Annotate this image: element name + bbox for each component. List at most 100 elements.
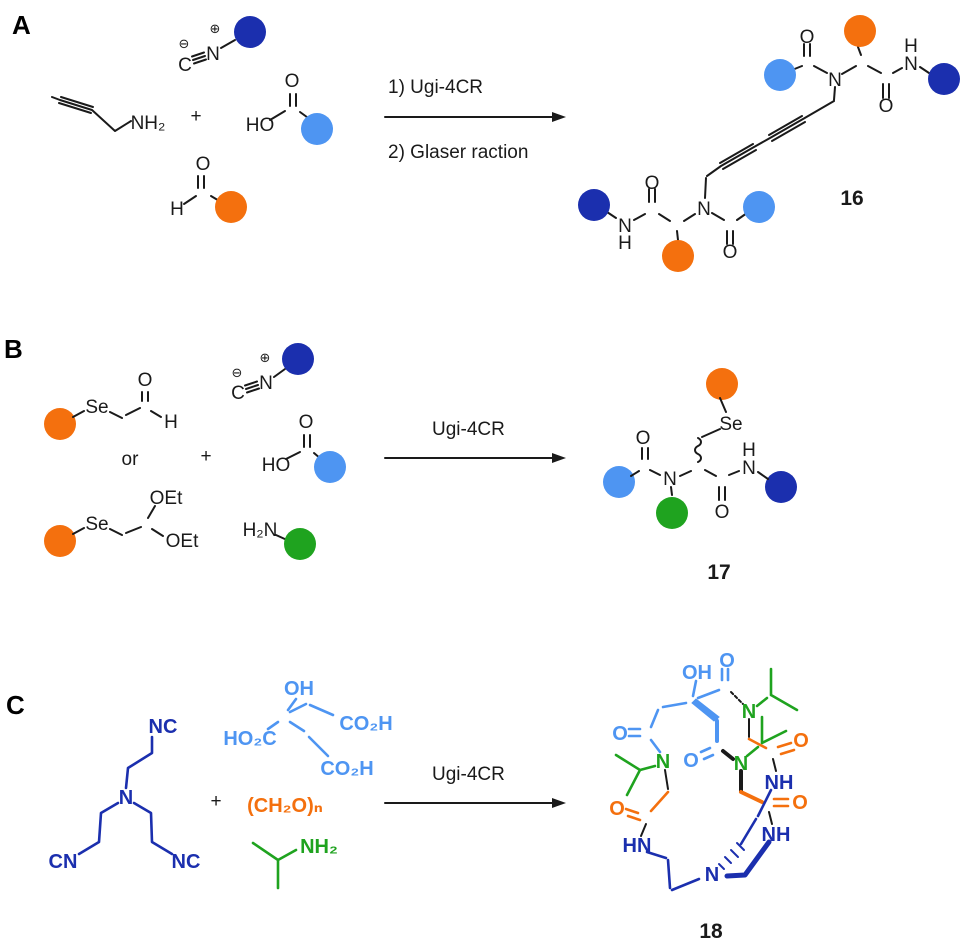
product18-hash-wedge <box>718 842 745 870</box>
nitrogen-label: N <box>206 44 220 65</box>
oxygen-label: O <box>285 71 300 92</box>
panel-a: A ⊖ ⊕ C N NH₂ + O HO O H <box>12 10 960 272</box>
oxygen-label: O <box>723 242 738 263</box>
nitrogen-label: N <box>697 199 711 220</box>
carbon-label: C <box>231 383 245 404</box>
product18-green-bonds <box>614 667 799 797</box>
co2h-label: CO₂H <box>339 713 392 735</box>
product16-acid-ball-lightblue2 <box>743 191 775 223</box>
oxygen-label: O <box>612 723 628 745</box>
nitrogen-label: N <box>904 54 918 75</box>
product16-acid-ball-lightblue <box>764 59 796 91</box>
oxygen-label: O <box>879 96 894 117</box>
isocyanide-ball-darkblue <box>234 16 266 48</box>
tris-isocyanide: NC N CN NC <box>49 716 201 873</box>
se-acetal-ball-orange <box>44 525 76 557</box>
nh-label: NH <box>765 772 794 794</box>
arrow-a-step1: 1) Ugi-4CR <box>388 77 483 98</box>
oxygen-label: O <box>138 370 153 391</box>
or-label: or <box>122 449 140 470</box>
nitrogen-label: N <box>734 753 748 775</box>
oxygen-label: O <box>719 650 735 672</box>
product-16-number: 16 <box>840 187 863 210</box>
hn-label: HN <box>623 835 652 857</box>
product16-isocyanide-ball-darkblue <box>928 63 960 95</box>
citric-acid-bonds <box>266 697 335 758</box>
product18-wedge-bond <box>691 698 720 722</box>
oet-label: OEt <box>166 531 199 552</box>
isopropylamine-bonds <box>251 841 298 890</box>
nitrogen-label: N <box>656 751 670 773</box>
aldehyde-a-bonds <box>183 175 222 205</box>
panel-c-label: C <box>6 690 25 720</box>
nc-label: NC <box>149 716 178 738</box>
hydrogen-label: H <box>164 412 178 433</box>
reaction-arrow-c: Ugi-4CR <box>384 764 566 808</box>
oxygen-label: O <box>793 730 809 752</box>
seleno-aldehyde: Se O H <box>44 370 178 440</box>
product-18: OH O O O N N N O O O HN NH <box>609 650 809 942</box>
hydrogen-label: H <box>170 199 184 220</box>
isocyanide-a-bonds <box>191 39 236 65</box>
ho-label: HO <box>262 455 291 476</box>
nitrogen-label: N <box>705 864 719 886</box>
nitrogen-label: N <box>742 458 756 479</box>
product17-amine-ball-green <box>656 497 688 529</box>
product18-hashed-amide-bond <box>730 691 744 705</box>
seleno-acetal-bonds <box>72 505 164 537</box>
nh-label: NH <box>762 824 791 846</box>
product16-aldehyde-ball-orange <box>844 15 876 47</box>
isopropylamine: NH₂ <box>251 836 338 890</box>
amine-ball-green <box>284 528 316 560</box>
product17-isocyanide-ball-darkblue <box>765 471 797 503</box>
selenium-label: Se <box>719 414 742 435</box>
nc-label: NC <box>172 851 201 873</box>
seleno-acetal: Se OEt OEt <box>44 488 199 557</box>
acid-a: O HO <box>246 71 333 145</box>
seleno-aldehyde-bonds <box>72 391 162 419</box>
nitrogen-label: N <box>663 469 677 490</box>
plus-charge-label: ⊕ <box>260 350 271 365</box>
nitrogen-label: N <box>119 787 133 809</box>
acid-b-bonds <box>285 434 322 460</box>
amine-b: H₂N <box>243 520 316 560</box>
product18-bold-darkblue-bonds <box>724 839 772 879</box>
product18-orange-bonds <box>624 737 796 822</box>
minus-charge-label: ⊖ <box>232 365 243 380</box>
oh-label: OH <box>284 678 314 700</box>
arrow-c-head <box>552 798 566 808</box>
product-17-bonds <box>630 397 769 501</box>
reaction-arrow-b: Ugi-4CR <box>384 419 566 463</box>
citric-acid: OH HO₂C CO₂H CO₂H <box>223 678 392 780</box>
product18-thick-orange-bond <box>739 790 764 804</box>
reaction-arrow-a: 1) Ugi-4CR 2) Glaser raction <box>384 77 566 163</box>
propargylamine: NH₂ <box>51 96 166 134</box>
oxygen-label: O <box>299 412 314 433</box>
isocyanide-b-bonds <box>244 368 286 394</box>
isocyanide-b: ⊖ ⊕ C N <box>231 343 314 404</box>
product-17-number: 17 <box>707 561 730 584</box>
acid-a-bonds <box>269 93 312 121</box>
panel-a-label: A <box>12 10 31 40</box>
isocyanide-a: ⊖ ⊕ C N <box>178 16 266 76</box>
plus-sign-b: + <box>200 446 211 467</box>
oxygen-label: O <box>792 792 808 814</box>
selenium-label: Se <box>85 514 108 535</box>
h2n-label: H₂N <box>243 520 278 541</box>
co2h-label: CO₂H <box>320 758 373 780</box>
acid-b: O HO <box>262 412 346 483</box>
arrow-c-label: Ugi-4CR <box>432 764 505 785</box>
amine-nh2-label: NH₂ <box>131 113 166 134</box>
oxygen-label: O <box>645 173 660 194</box>
hydrogen-label: H <box>618 233 632 254</box>
product17-acid-ball-lightblue <box>603 466 635 498</box>
hydrogen-label: H <box>904 36 918 57</box>
product18-bold-amide-bond <box>721 749 735 761</box>
acid-ball-lightblue <box>314 451 346 483</box>
product-17-wavy-bond <box>694 437 702 463</box>
product18-darkblue-bonds <box>645 788 773 892</box>
plus-sign-a: + <box>190 106 201 127</box>
oxygen-label: O <box>800 27 815 48</box>
